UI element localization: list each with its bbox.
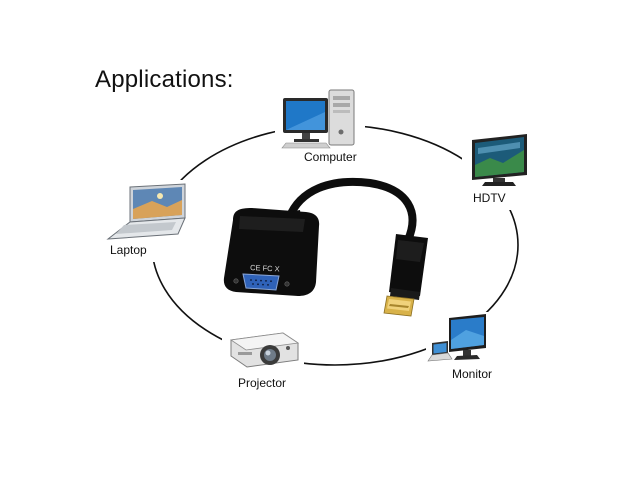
device-label-computer: Computer xyxy=(304,150,357,164)
projector-icon xyxy=(229,332,300,368)
monitor-icon xyxy=(427,314,486,362)
hdtv-icon xyxy=(472,134,527,186)
device-label-projector: Projector xyxy=(238,376,287,390)
laptop-icon xyxy=(106,183,186,240)
desktop-computer-icon xyxy=(281,89,355,149)
displayport-to-vga-adapter-icon: CE FC X xyxy=(223,177,428,317)
device-label-monitor: Monitor xyxy=(452,367,493,381)
device-label-hdtv: HDTV xyxy=(473,191,506,205)
adapter-marking: CE FC X xyxy=(250,263,280,274)
heading: Applications: xyxy=(95,66,234,93)
device-label-laptop: Laptop xyxy=(110,243,147,257)
